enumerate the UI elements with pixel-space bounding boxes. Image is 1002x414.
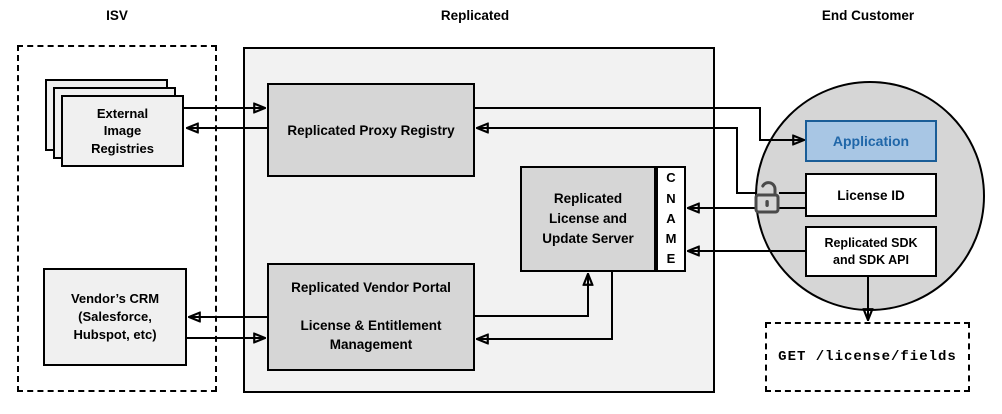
license-update-server-node: Replicated License and Update Server [520,166,656,272]
replicated-vendor-portal-label: Replicated Vendor Portal License & Entit… [291,280,451,352]
isv-section-label: ISV [106,8,128,23]
vendors-crm-label: Vendor’s CRM (Salesforce, Hubspot, etc) [70,290,160,343]
get-license-fields-label: GET /license/fields [778,349,957,365]
unlock-shackle [761,181,777,197]
license-id-node: License ID [805,173,937,217]
replicated-vendor-portal-node: Replicated Vendor Portal License & Entit… [267,263,475,371]
replicated-proxy-registry-label: Replicated Proxy Registry [287,122,455,138]
cname-label: C N A M E [665,170,677,267]
license-update-server-label: Replicated License and Update Server [542,190,634,247]
end-customer-section-label: End Customer [821,8,915,23]
external-image-registries-label: External Image Registries [91,105,154,156]
application-node: Application [805,120,937,162]
external-image-registries-node: External Image Registries [61,95,184,167]
replicated-section-label: Replicated [440,8,510,23]
cname-node: C N A M E [656,166,686,272]
license-id-label: License ID [837,187,905,203]
unlock-icon [754,181,780,214]
replicated-sdk-label: Replicated SDK and SDK API [824,235,918,267]
unlock-keyhole [765,200,769,207]
replicated-sdk-node: Replicated SDK and SDK API [805,226,937,277]
replicated-proxy-registry-node: Replicated Proxy Registry [267,83,475,177]
get-license-fields-node: GET /license/fields [765,322,970,392]
isv-section-boundary [17,45,217,392]
application-label: Application [832,133,910,149]
vendors-crm-node: Vendor’s CRM (Salesforce, Hubspot, etc) [43,268,187,366]
